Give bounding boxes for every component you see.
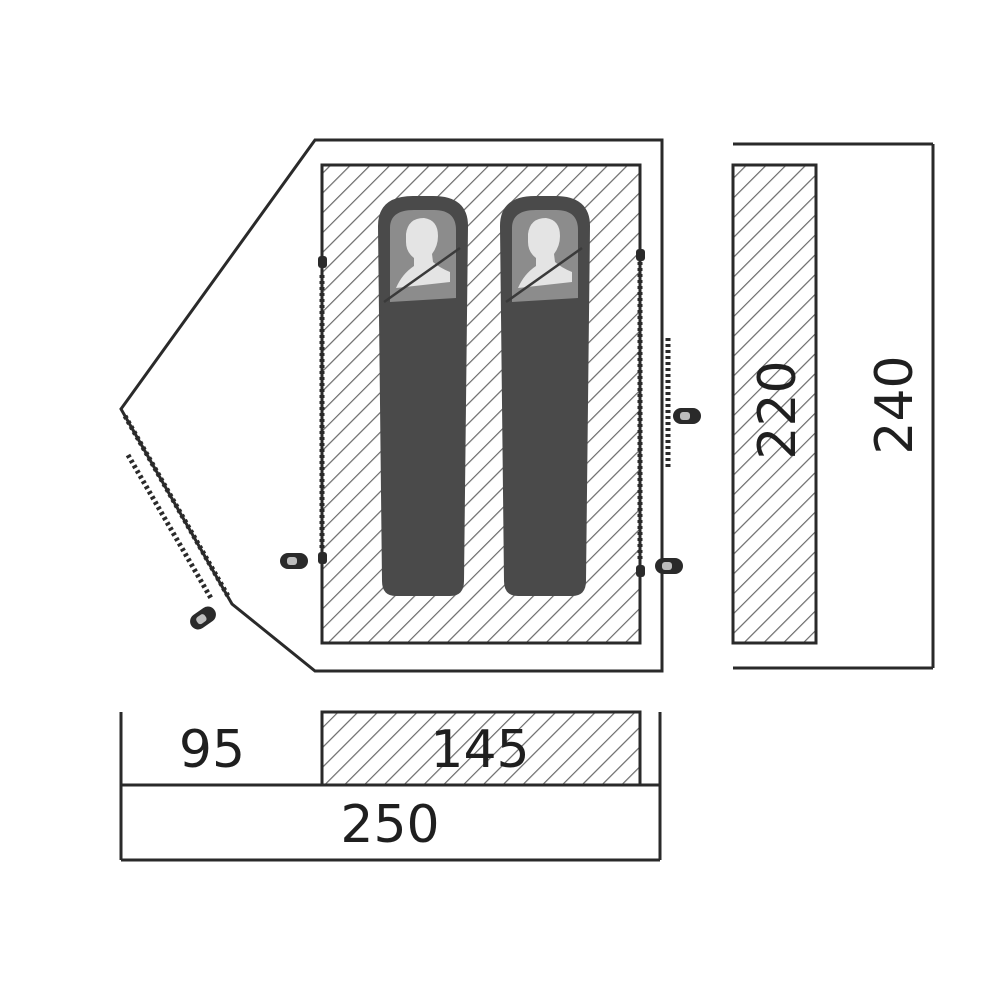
- inner-length-box: [731, 163, 818, 645]
- inner-width-box: [320, 710, 642, 787]
- sleeping-bag-icon: [376, 194, 470, 598]
- zipper-icon: [122, 262, 671, 602]
- tent-peg-icon: [655, 558, 683, 574]
- inner-length-dimension-label: 220: [748, 360, 808, 459]
- tent-peg-icon: [280, 553, 308, 569]
- zipper-end-markers: [318, 249, 645, 577]
- inner-width-dimension-label: 145: [430, 720, 529, 780]
- width-dimension-group: [733, 142, 935, 670]
- tent-peg-icon: [673, 408, 701, 424]
- vestibule-dimension-label: 95: [179, 720, 245, 780]
- sleeping-bag-icon: [498, 194, 592, 598]
- total-length-dimension-label: 250: [340, 795, 439, 855]
- total-width-dimension-label: 240: [865, 355, 925, 454]
- inner-tent-area: [320, 163, 642, 645]
- tent-peg-icon: [186, 603, 220, 633]
